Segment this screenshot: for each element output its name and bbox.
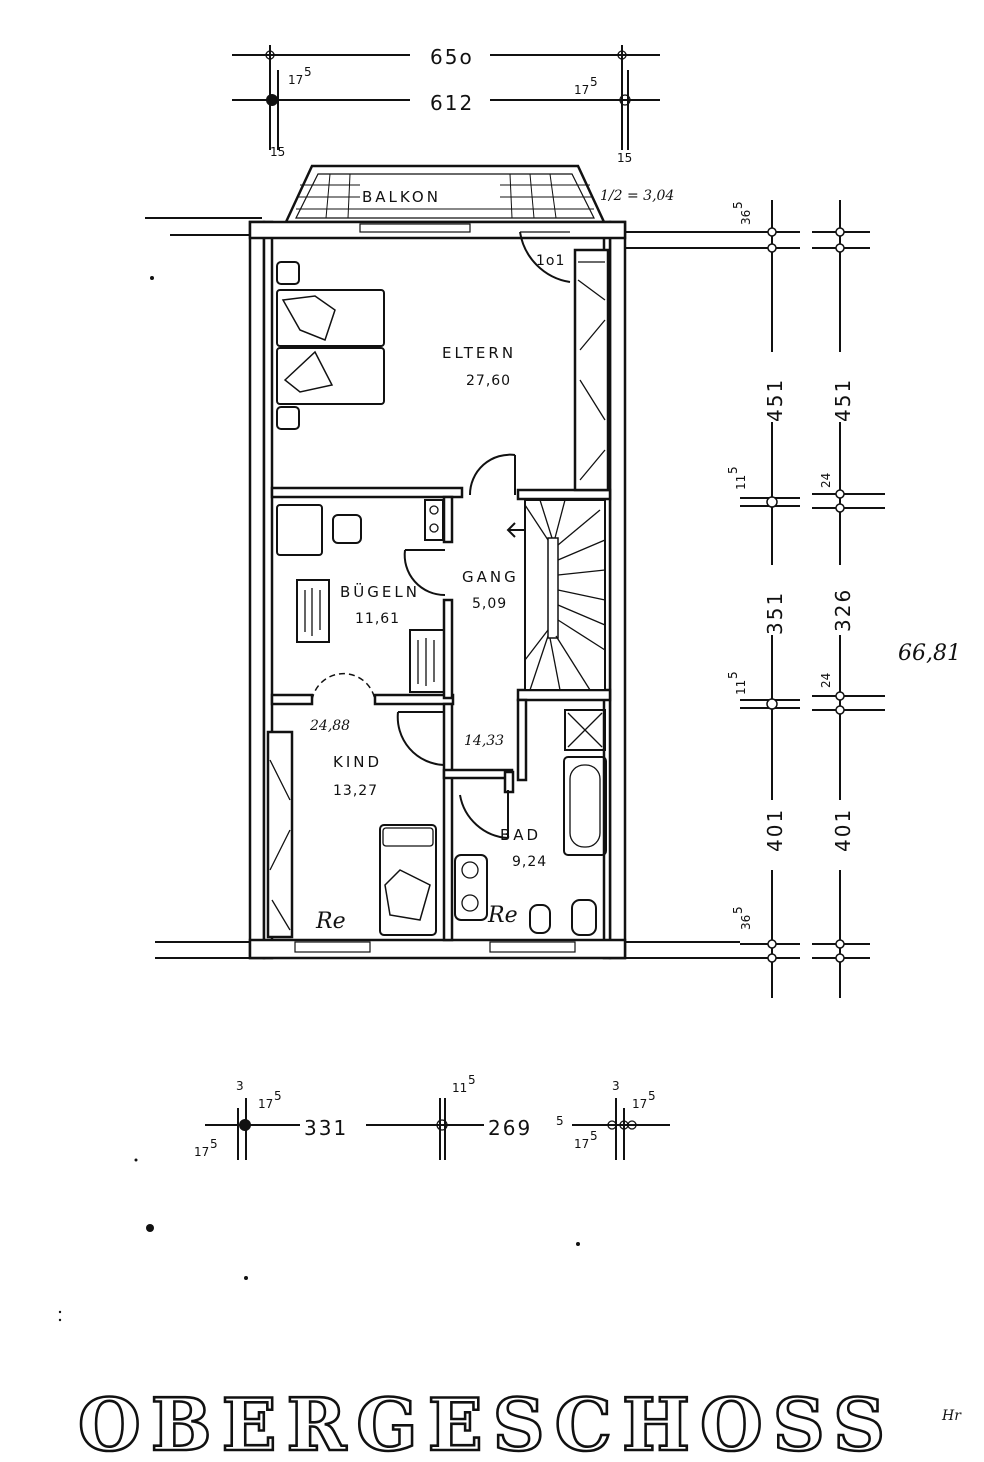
dim-bottom-right: 269 xyxy=(488,1116,532,1140)
room-gang-name: GANG xyxy=(462,568,519,586)
balkon-half-note: 1/2 = 3,04 xyxy=(600,188,674,204)
room-bad-area: 9,24 xyxy=(512,854,547,870)
dim-top-tick-left: 15 xyxy=(270,145,285,159)
balcony: BALKON 1/2 = 3,04 xyxy=(284,164,674,224)
signature: Hr xyxy=(941,1408,962,1424)
dim-right-outer-2: 326 xyxy=(831,588,855,632)
dim-top-small-right: 17 xyxy=(574,83,589,97)
bottom-dimensions: 331 269 5 11 5 3 17 5 17 5 3 17 5 17 5 xyxy=(194,1073,670,1160)
dim-right-wall-top-sup: 5 xyxy=(731,201,745,209)
kind-area-sum: 24,88 xyxy=(309,718,350,734)
dim-right-outer-1: 451 xyxy=(831,378,855,422)
room-gang-area: 5,09 xyxy=(472,596,507,612)
dim-bottom-right-b-sup: 5 xyxy=(648,1089,656,1103)
room-labels: ELTERN 27,60 BÜGELN 11,61 GANG 5,09 KIND… xyxy=(309,344,547,870)
dim-right-inner-2: 351 xyxy=(763,591,787,635)
staircase xyxy=(506,499,606,691)
dim-right-wall-bottom: 36 xyxy=(739,915,753,930)
furniture: Re Re xyxy=(276,261,607,936)
dim-right-wall-mid1-sup: 5 xyxy=(726,466,740,474)
dim-right-wall-bottom-sup: 5 xyxy=(731,906,745,914)
balkon-label: BALKON xyxy=(362,188,441,206)
dim-bottom-left-b-sup: 5 xyxy=(274,1089,282,1103)
plan-title: OBERGESCHOSS xyxy=(78,1382,895,1462)
bad-area-sum: 14,33 xyxy=(464,733,504,749)
dim-right-inner-3: 401 xyxy=(763,808,787,852)
top-dimensions: 65o 612 17 5 17 5 15 15 xyxy=(232,40,660,165)
dim-bottom-right-sup: 5 xyxy=(556,1114,564,1128)
dim-top-outer: 65o xyxy=(430,45,474,69)
dim-right-wall-mid2: 11 xyxy=(734,680,748,695)
total-area: 66,81 xyxy=(898,641,961,666)
dim-bottom-left-c-sup: 5 xyxy=(210,1137,218,1151)
dim-top-inner: 612 xyxy=(430,91,474,115)
dim-right-wall-top: 36 xyxy=(739,210,753,225)
interior-walls xyxy=(266,248,612,942)
dim-right-inner-1: 451 xyxy=(763,378,787,422)
dim-bottom-right-b: 17 xyxy=(632,1097,647,1111)
dim-bottom-right-c: 17 xyxy=(574,1137,589,1151)
room-eltern-area: 27,60 xyxy=(466,373,511,389)
dim-bottom-right-c-sup: 5 xyxy=(590,1129,598,1143)
building-walls xyxy=(145,217,740,960)
dim-right-outer-wall-1: 24 xyxy=(819,473,833,488)
room-buegeln-name: BÜGELN xyxy=(340,582,420,601)
room-eltern-name: ELTERN xyxy=(442,344,516,362)
dim-right-outer-3: 401 xyxy=(831,808,855,852)
dim-bottom-left-a: 3 xyxy=(236,1079,244,1093)
door-101-label: 1o1 xyxy=(536,253,565,269)
dim-bottom-right-a: 3 xyxy=(612,1079,620,1093)
dim-right-outer-wall-2: 24 xyxy=(819,673,833,688)
room-kind-name: KIND xyxy=(333,753,382,771)
radiator-bad: Re xyxy=(487,903,518,928)
room-kind-area: 13,27 xyxy=(333,783,378,799)
dim-bottom-left: 331 xyxy=(304,1116,348,1140)
room-bad-name: BAD xyxy=(500,826,541,844)
room-buegeln-area: 11,61 xyxy=(355,611,400,627)
radiator-kind: Re xyxy=(315,909,346,934)
dim-bottom-left-c: 17 xyxy=(194,1145,209,1159)
dim-bottom-mid-sup: 5 xyxy=(468,1073,476,1087)
scan-specks xyxy=(58,276,580,1322)
dim-right-wall-mid2-sup: 5 xyxy=(726,671,740,679)
dim-bottom-left-b: 17 xyxy=(258,1097,273,1111)
doors: 1o1 xyxy=(311,231,571,839)
dim-top-small-right-sup: 5 xyxy=(590,75,598,89)
dim-bottom-mid: 11 xyxy=(452,1081,467,1095)
dim-top-small-left-sup: 5 xyxy=(304,65,312,79)
dim-right-wall-mid1: 11 xyxy=(734,475,748,490)
dim-top-tick-right: 15 xyxy=(617,151,632,165)
right-dimensions: 451 351 401 451 326 401 36 5 11 5 11 5 3… xyxy=(726,200,961,998)
dim-top-small-left: 17 xyxy=(288,73,303,87)
